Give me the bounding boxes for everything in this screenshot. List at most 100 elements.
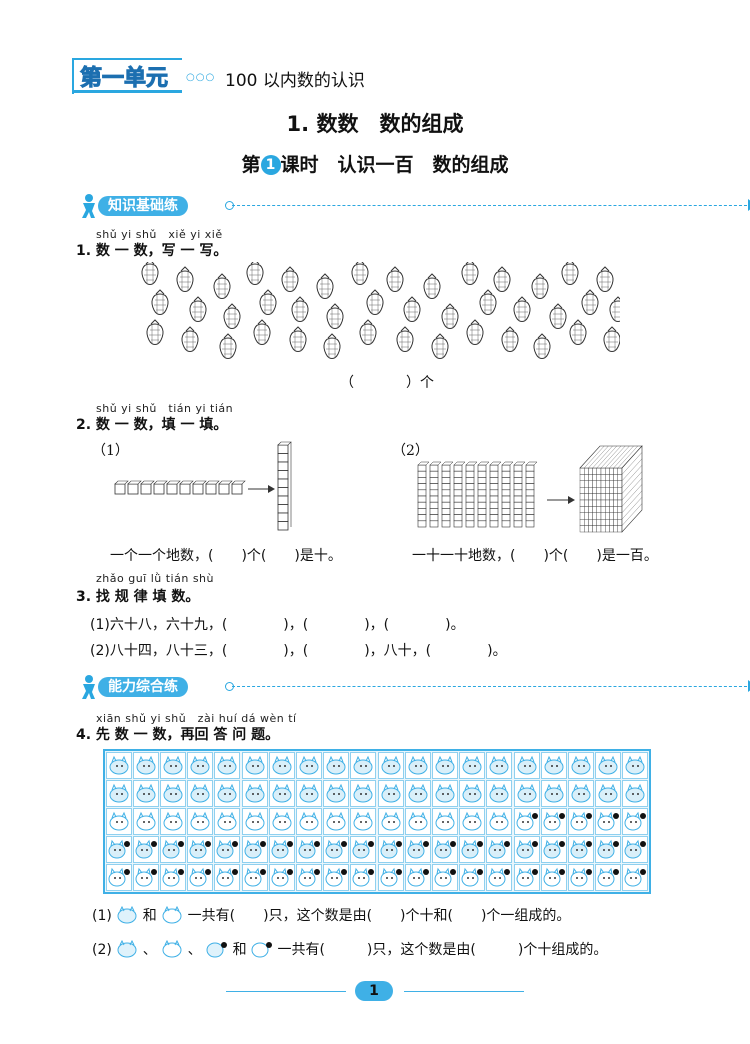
- q1-text: 1. 数 一 数，写 一 写。: [76, 243, 228, 259]
- wolf-icon: [408, 783, 428, 802]
- grid-cell: [295, 863, 322, 891]
- q1-answer-close: ）个: [406, 375, 434, 391]
- wolf-ball-icon: [624, 811, 647, 830]
- grid-cell: [486, 779, 513, 807]
- strawberry-icon: [466, 319, 484, 345]
- strawberry-icon: [246, 262, 264, 285]
- strawberry-icon: [533, 333, 551, 359]
- wolf-ball-icon: [189, 839, 212, 858]
- wolf-ball-icon: [206, 942, 228, 958]
- strawberry-icon: [513, 296, 531, 322]
- grid-cell: [404, 751, 431, 779]
- grid-cell: [214, 863, 241, 891]
- grid-cell: [377, 863, 404, 891]
- wolf-icon: [435, 811, 455, 830]
- wolf-icon: [544, 783, 564, 802]
- grid-cell: [241, 835, 268, 863]
- grid-cell: [241, 751, 268, 779]
- grid-cell: [431, 807, 458, 835]
- wolf-ball-icon: [570, 867, 592, 886]
- grid-cell: [132, 751, 159, 779]
- grid-cell: [567, 751, 594, 779]
- ten-rod: [525, 461, 538, 528]
- wolf-ball-icon: [244, 867, 266, 886]
- grid-cell: [350, 863, 377, 891]
- grid-cell: [567, 863, 594, 891]
- wolf-ball-icon: [325, 867, 348, 886]
- wolf-icon: [326, 811, 346, 830]
- grid-cell: [459, 835, 486, 863]
- unit-cube: [140, 480, 155, 495]
- wolf-ball-icon: [434, 867, 456, 886]
- wolf-ball-icon: [543, 839, 565, 858]
- strawberry-icon: [189, 296, 207, 322]
- q4-line1: (1) 和 一共有( )只，这个数是由( )个十和( )个一组成的。: [92, 905, 570, 925]
- wolf-icon: [598, 755, 618, 774]
- grid-cell: [159, 751, 186, 779]
- grid-cell: [214, 751, 241, 779]
- wolf-ball-icon: [108, 867, 130, 886]
- wolf-icon: [299, 755, 319, 774]
- strawberry-icon: [281, 266, 299, 292]
- wolf-ball-icon: [570, 811, 592, 830]
- grid-cell: [159, 863, 186, 891]
- wolf-icon: [163, 783, 183, 802]
- period-prefix: 第: [241, 154, 261, 176]
- wolf-icon: [136, 783, 156, 802]
- q1-answer: （ ）个: [340, 372, 434, 392]
- wolf-icon: [109, 783, 128, 802]
- q4-line2-sep2: 、: [187, 942, 202, 958]
- wolf-ball-icon: [543, 811, 565, 830]
- grid-cell: [214, 807, 241, 835]
- grid-cell: [214, 779, 241, 807]
- q1-answer-open: （: [340, 375, 354, 391]
- grid-cell: [132, 779, 159, 807]
- grid-cell: [187, 807, 214, 835]
- animal-grid: [103, 749, 651, 894]
- wolf-icon: [353, 811, 373, 830]
- wolf-icon: [299, 783, 319, 802]
- footer-line-right: [404, 991, 524, 992]
- grid-cell: [323, 751, 350, 779]
- grid-cell: [187, 835, 214, 863]
- strawberry-icon: [561, 262, 579, 285]
- grid-cell: [214, 835, 241, 863]
- grid-cell: [159, 779, 186, 807]
- ten-rod: [441, 461, 454, 528]
- wolf-ball-icon: [162, 839, 184, 858]
- wolf-icon: [117, 905, 137, 924]
- q4-text: 4. 先 数 一 数，再回 答 问 题。: [76, 727, 280, 743]
- wolf-icon: [517, 783, 536, 802]
- q3-line1: (1)六十八，六十九，( )，( )，( )。: [90, 617, 465, 633]
- wolf-ball-icon: [488, 867, 511, 886]
- wolf-icon: [408, 755, 428, 774]
- grid-cell: [268, 751, 295, 779]
- wolf-icon: [571, 783, 591, 802]
- wolf-icon: [245, 811, 264, 830]
- strawberry-icon: [151, 289, 169, 315]
- wolf-icon: [625, 755, 645, 774]
- strawberry-icon: [289, 326, 307, 352]
- grid-cell: [105, 807, 132, 835]
- q4-line2-and: 和: [232, 942, 247, 958]
- q2-part2-label: （2）: [392, 443, 429, 459]
- grid-cell: [187, 751, 214, 779]
- wolf-icon: [217, 783, 237, 802]
- q3-pinyin: zhǎo guī lǜ tián shù: [96, 572, 214, 585]
- grid-cell: [513, 835, 540, 863]
- wolf-icon: [489, 755, 509, 774]
- strawberry-icon: [386, 266, 404, 292]
- strawberry-icon: [359, 319, 377, 345]
- strawberry-icon: [223, 303, 241, 329]
- wolf-ball-icon: [570, 839, 592, 858]
- wolf-icon: [489, 811, 509, 830]
- wolf-icon: [408, 811, 428, 830]
- wolf-ball-icon: [352, 867, 375, 886]
- strawberry-icon: [213, 273, 231, 299]
- grid-cell: [431, 751, 458, 779]
- grid-cell: [350, 835, 377, 863]
- hundred-block: [579, 445, 643, 533]
- strawberry-icon: [351, 262, 369, 285]
- page-number: 1: [355, 981, 393, 1001]
